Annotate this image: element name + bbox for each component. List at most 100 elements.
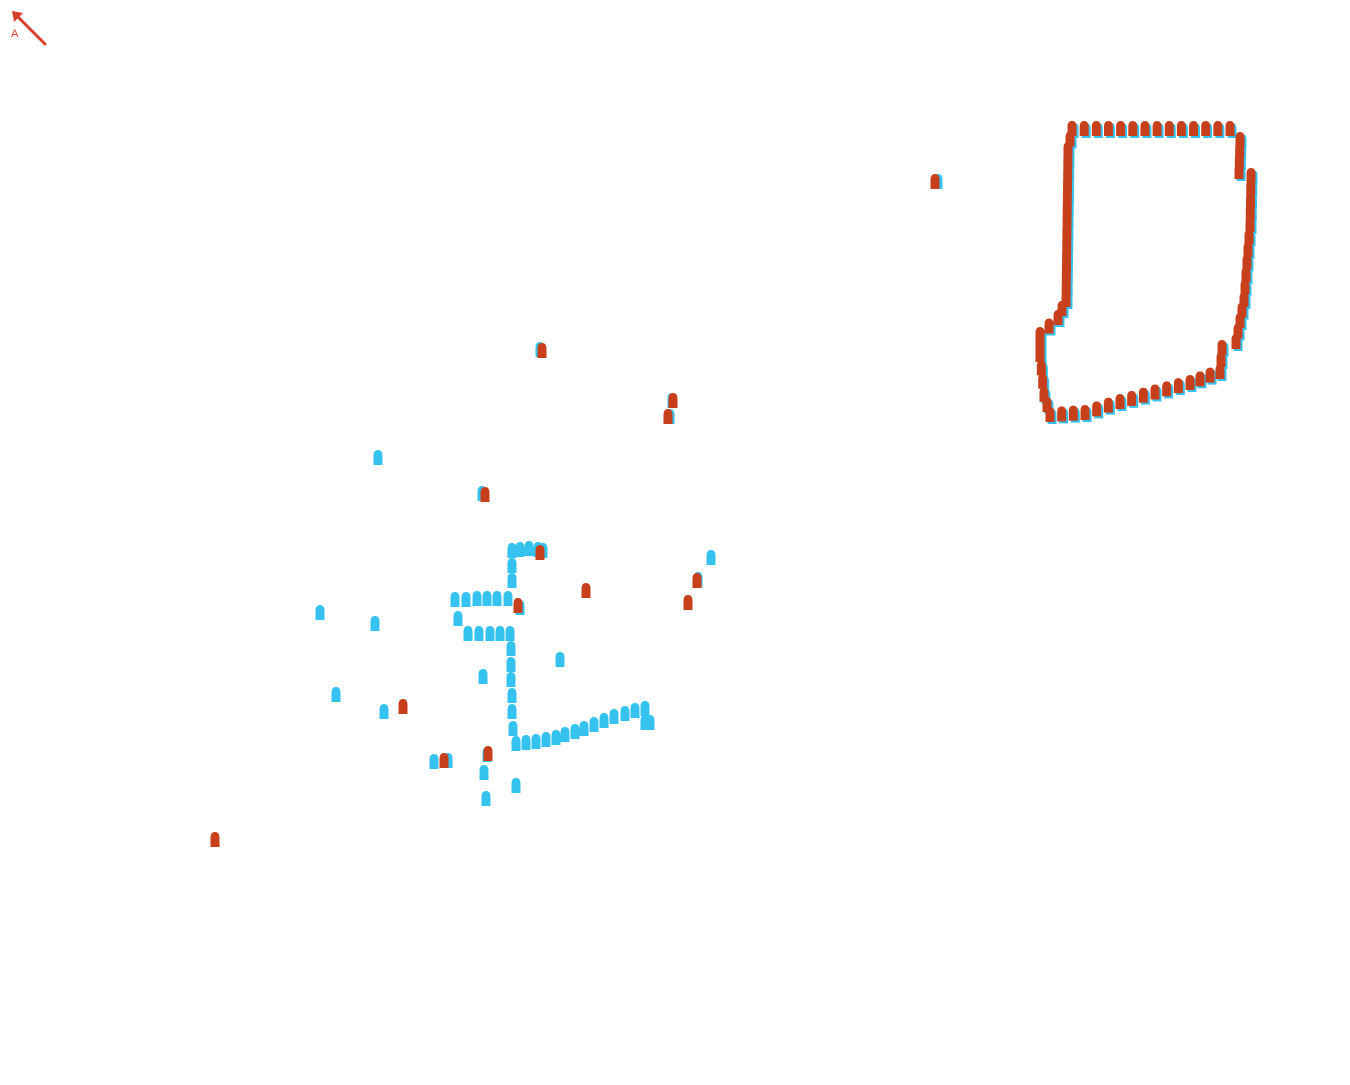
red-marker[interactable] [1067,121,1077,136]
red-marker[interactable] [1245,217,1255,232]
red-marker[interactable] [1063,165,1073,181]
red-marker[interactable] [930,174,940,189]
blue-marker[interactable] [492,591,502,606]
blue-marker[interactable] [507,543,517,558]
red-marker[interactable] [210,832,220,847]
red-marker[interactable] [1038,373,1048,389]
blue-marker[interactable] [555,652,565,667]
red-marker[interactable] [1062,199,1072,215]
red-marker[interactable] [1216,352,1226,367]
blue-marker[interactable] [506,657,516,672]
blue-marker[interactable] [609,709,619,724]
blue-marker[interactable] [481,791,491,806]
blue-marker[interactable] [507,704,517,719]
red-marker[interactable] [1164,121,1174,136]
red-marker[interactable] [1205,367,1215,383]
blue-marker[interactable] [524,541,534,556]
red-marker[interactable] [1062,211,1072,227]
red-marker[interactable] [1140,121,1150,136]
red-marker[interactable] [1062,234,1072,250]
blue-marker[interactable] [461,592,471,607]
blue-marker[interactable] [620,706,630,721]
blue-marker[interactable] [453,611,463,626]
blue-marker[interactable] [531,734,541,749]
red-marker[interactable] [1150,384,1160,400]
red-marker[interactable] [1244,229,1254,245]
red-marker[interactable] [1189,121,1199,136]
red-marker[interactable] [480,487,490,502]
red-marker[interactable] [692,573,702,588]
red-marker[interactable] [1116,121,1126,136]
red-marker[interactable] [1063,176,1073,192]
blue-marker[interactable] [570,724,580,739]
red-marker[interactable] [1128,121,1138,136]
red-marker[interactable] [1176,121,1186,136]
blue-marker[interactable] [315,605,325,620]
red-marker[interactable] [1061,268,1071,284]
blue-marker[interactable] [474,626,484,641]
red-marker[interactable] [1092,401,1102,417]
red-marker[interactable] [1201,121,1211,136]
blue-marker[interactable] [507,558,517,573]
red-marker[interactable] [513,598,523,613]
blue-marker[interactable] [331,687,341,702]
red-marker[interactable] [398,699,408,714]
red-marker[interactable] [1061,280,1071,296]
red-marker[interactable] [581,583,591,598]
red-marker[interactable] [1234,164,1244,179]
red-marker[interactable] [483,746,493,761]
red-marker[interactable] [1231,334,1241,349]
red-marker[interactable] [1162,381,1172,397]
blue-marker[interactable] [541,732,551,747]
red-marker[interactable] [1044,318,1054,334]
red-marker[interactable] [1246,180,1256,196]
red-marker[interactable] [1061,292,1071,307]
red-marker[interactable] [1103,397,1113,413]
blue-marker[interactable] [485,626,495,641]
blue-marker[interactable] [645,715,655,730]
red-marker[interactable] [683,595,693,610]
blue-marker[interactable] [373,450,383,465]
red-marker[interactable] [1242,254,1252,270]
blue-marker[interactable] [706,550,716,565]
blue-marker[interactable] [506,672,516,687]
red-marker[interactable] [1062,188,1072,204]
blue-marker[interactable] [521,735,531,750]
red-marker[interactable] [1061,257,1071,273]
blue-marker[interactable] [503,591,513,606]
red-marker[interactable] [1079,121,1089,136]
blue-marker[interactable] [511,736,521,751]
blue-marker[interactable] [599,713,609,728]
blue-marker[interactable] [589,717,599,732]
blue-marker[interactable] [551,730,561,745]
red-marker[interactable] [1245,204,1255,220]
red-marker[interactable] [1246,192,1255,208]
red-marker[interactable] [1035,327,1045,342]
blue-marker[interactable] [507,688,517,703]
blue-marker[interactable] [507,573,517,588]
red-marker[interactable] [1240,279,1250,295]
red-marker[interactable] [535,545,545,560]
red-marker[interactable] [1243,242,1253,257]
blue-marker[interactable] [505,626,515,641]
red-marker[interactable] [1185,375,1195,390]
red-marker[interactable] [537,343,547,358]
blue-marker[interactable] [511,778,521,793]
red-marker[interactable] [1036,360,1046,376]
red-marker[interactable] [1068,405,1078,421]
blue-marker[interactable] [495,626,505,641]
red-marker[interactable] [1063,153,1073,169]
red-marker[interactable] [1195,371,1205,387]
red-marker[interactable] [1062,245,1072,261]
red-marker[interactable] [1138,387,1148,403]
red-marker[interactable] [1080,405,1090,420]
blue-marker[interactable] [560,727,570,742]
red-marker[interactable] [1217,340,1227,355]
red-marker[interactable] [1057,406,1067,422]
blue-marker[interactable] [482,591,492,606]
red-marker[interactable] [1173,378,1183,394]
red-marker[interactable] [1103,121,1113,136]
red-marker[interactable] [668,393,678,408]
red-marker[interactable] [1152,121,1162,136]
